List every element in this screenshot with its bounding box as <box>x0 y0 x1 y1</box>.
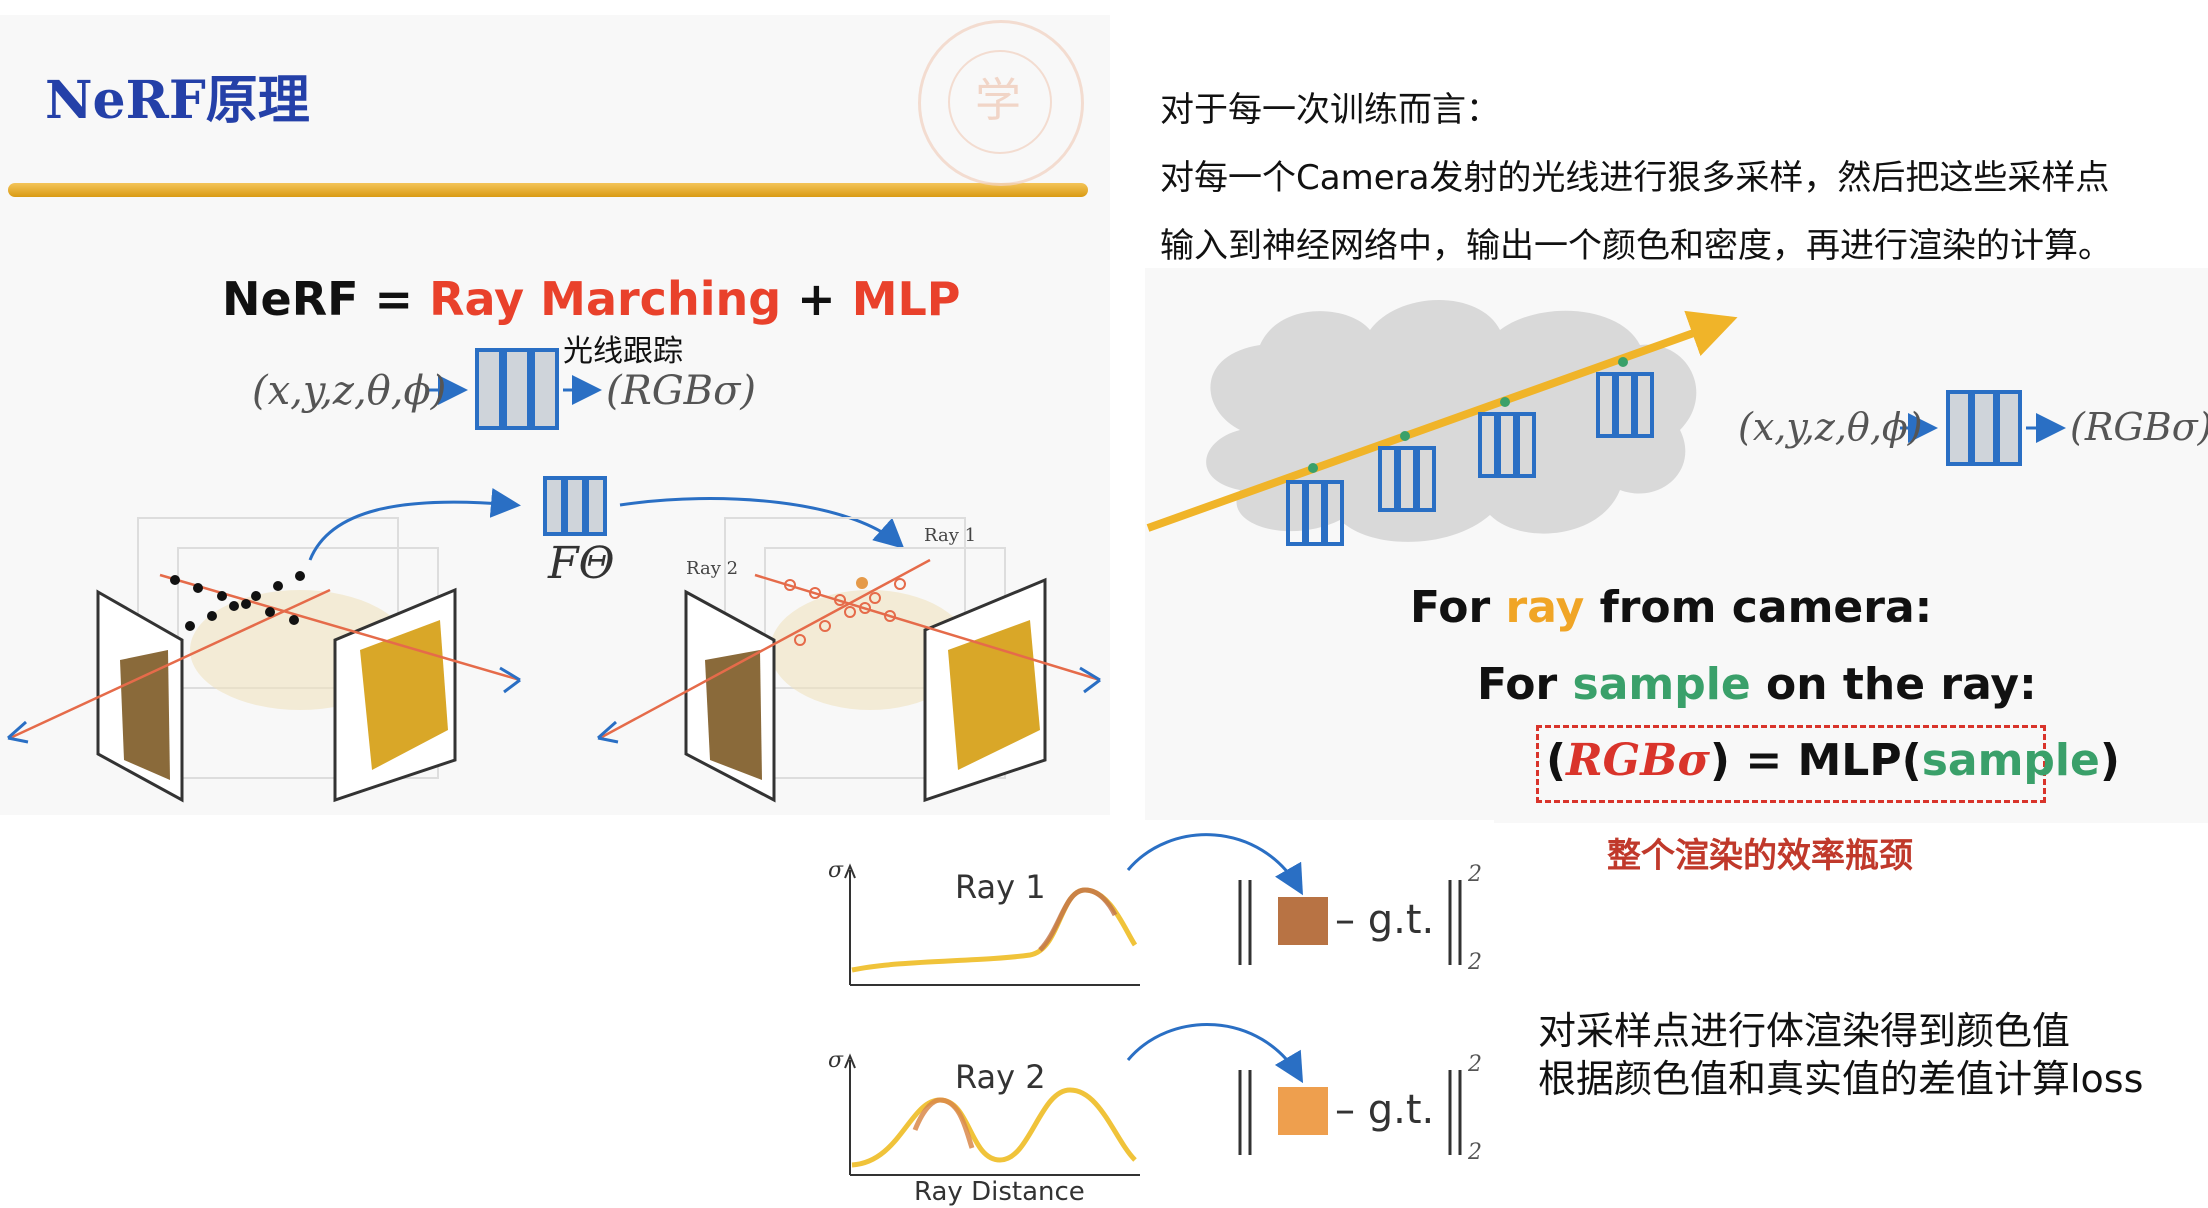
rendered-color-swatch-1 <box>1278 897 1328 945</box>
ray2-density-chart <box>844 1053 1140 1176</box>
ray1-chart-label: Ray 1 <box>955 868 1046 906</box>
norm-superscript-1: 2 <box>1468 862 1482 887</box>
page-title: NeRF原理 <box>45 70 310 131</box>
university-seal-glyph: 学 <box>975 73 1021 127</box>
formula-nerf: NeRF <box>222 272 359 326</box>
pseudocode-equals-mlp: ) = MLP( <box>1709 735 1922 786</box>
mlp-network-icon <box>428 348 602 430</box>
pipeline-input-label-2: (x,y,z,θ,ϕ) <box>1738 405 1923 449</box>
description-line-2: 对每一个Camera发射的光线进行狠多采样，然后把这些采样点 <box>1160 158 2110 198</box>
formula-plus: + <box>781 272 852 326</box>
scene-right-illustration <box>597 497 1101 803</box>
pseudocode-highlight-box <box>1536 725 2046 803</box>
ray2-sigma-axis-label: σ <box>828 1048 844 1073</box>
ray1-density-chart <box>844 863 1140 986</box>
pseudocode-sample-arg: sample <box>1921 735 2100 786</box>
pseudocode-sample: sample <box>1572 659 1751 710</box>
mlp-network-icon-2 <box>1900 390 2066 466</box>
ground-truth-label-2: – g.t. <box>1335 1087 1435 1133</box>
sample-mlp-icons <box>1286 372 1654 546</box>
loss-description-line-2: 根据颜色值和真实值的差值计算loss <box>1538 1057 2144 1101</box>
ray-tracing-note: 光线跟踪 <box>563 334 683 369</box>
university-seal-inner <box>948 50 1052 154</box>
norm-subscript-1: 2 <box>1468 950 1482 975</box>
ray1-sigma-axis-label: σ <box>828 858 844 883</box>
scene-left-illustration <box>7 487 521 803</box>
university-seal <box>918 20 1084 186</box>
rendered-color-swatch-2 <box>1278 1087 1328 1135</box>
norm-subscript-2: 2 <box>1468 1140 1482 1165</box>
loss-norm-1 <box>1238 880 1462 965</box>
pseudocode-for-2: For <box>1477 659 1573 710</box>
loss-norm-2 <box>1238 1070 1462 1155</box>
pseudocode-close-paren: ) <box>2099 735 2120 786</box>
ray-distance-axis-label: Ray Distance <box>914 1177 1085 1207</box>
norm-superscript-2: 2 <box>1468 1052 1482 1077</box>
pipeline-output-label: (RGBσ) <box>606 368 756 414</box>
camera-ray-line <box>1146 310 1738 532</box>
sample-points <box>1308 357 1628 473</box>
pseudocode-ray: ray <box>1505 582 1585 633</box>
ray2-chart-label: Ray 2 <box>955 1058 1046 1096</box>
nerf-formula: NeRF = Ray Marching + MLP <box>222 272 961 326</box>
bottleneck-note: 整个渲染的效率瓶颈 <box>1607 836 1913 876</box>
loss-description-line-1: 对采样点进行体渲染得到颜色值 <box>1538 1009 2071 1053</box>
f-theta-network-icon <box>543 476 607 536</box>
pseudocode-line-3: (RGBσ) = MLP(sample) <box>1546 735 2120 786</box>
formula-ray-marching: Ray Marching <box>429 272 782 326</box>
pipeline-input-label: (x,y,z,θ,ϕ) <box>252 368 447 414</box>
formula-mlp: MLP <box>851 272 961 326</box>
pipeline-output-label-2: (RGBσ) <box>2070 405 2208 449</box>
formula-eq: = <box>358 272 430 326</box>
description-line-1: 对于每一次训练而言： <box>1160 90 1500 130</box>
ground-truth-label-1: – g.t. <box>1335 897 1435 943</box>
pseudocode-from-camera: from camera: <box>1584 582 1933 633</box>
scene-ray2-label: Ray 2 <box>686 558 739 579</box>
pseudocode-for: For <box>1410 582 1506 633</box>
pseudocode-on-ray: on the ray: <box>1750 659 2037 710</box>
pseudocode-line-2: For sample on the ray: <box>1477 659 2037 710</box>
scene-ray1-label: Ray 1 <box>924 525 977 546</box>
pseudocode-open-paren: ( <box>1546 735 1567 786</box>
loss-panel <box>824 820 1494 1208</box>
ray2-to-pixel-arrow <box>1126 1023 1304 1084</box>
ray1-to-pixel-arrow <box>1126 833 1303 896</box>
description-line-3: 输入到神经网络中，输出一个颜色和密度，再进行渲染的计算。 <box>1160 226 2112 266</box>
pseudocode-rgb-sigma: RGBσ <box>1566 735 1710 786</box>
network-f-theta-label: FΘ <box>548 538 615 589</box>
title-underline <box>8 183 1088 197</box>
pseudocode-line-1: For ray from camera: <box>1410 582 1932 633</box>
